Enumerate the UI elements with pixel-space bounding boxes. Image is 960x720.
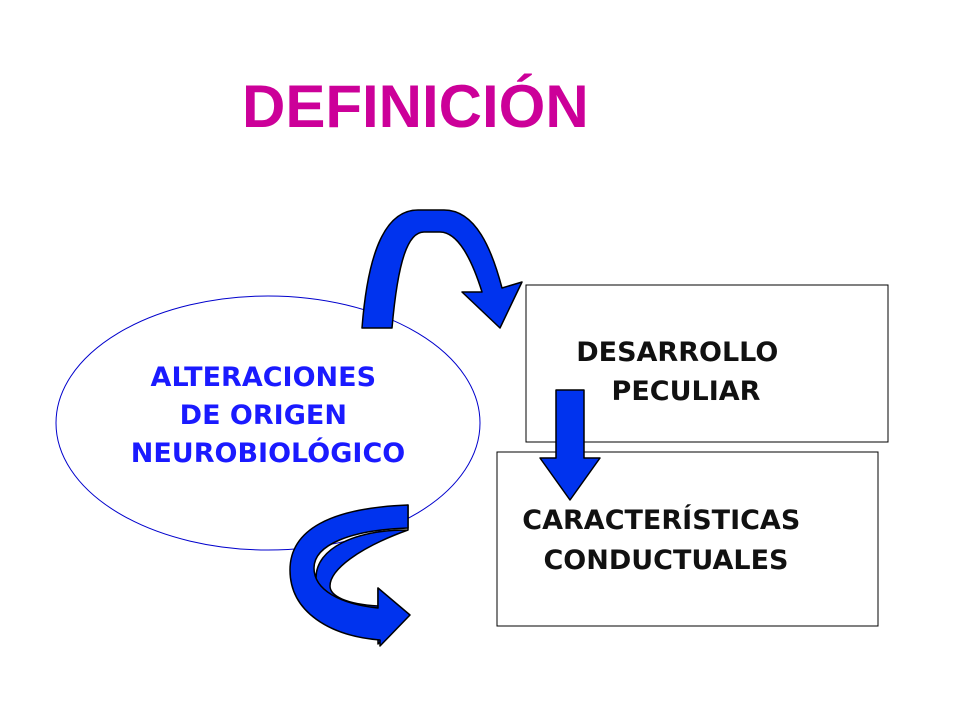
- page-title: DEFINICIÓN: [242, 73, 589, 140]
- development-line-2: PECULIAR: [612, 376, 761, 407]
- origin-oval: [55, 295, 481, 551]
- curved-arrow-bottom-body: [289, 504, 411, 647]
- characteristics-line-2: CONDUCTUALES: [543, 545, 788, 576]
- curved-arrow-top: [361, 209, 523, 329]
- origin-line-2: DE ORIGEN: [180, 400, 347, 431]
- development-line-1: DESARROLLO: [576, 337, 778, 368]
- characteristics-label: CARACTERÍSTICAS CONDUCTUALES: [522, 504, 809, 576]
- origin-line-3: NEUROBIOLÓGICO: [131, 437, 405, 469]
- development-label: DESARROLLO PECULIAR: [576, 337, 788, 407]
- down-arrow: [539, 389, 601, 501]
- development-box: [525, 284, 889, 443]
- origin-line-1: ALTERACIONES: [151, 362, 376, 393]
- origin-label: ALTERACIONES DE ORIGEN NEUROBIOLÓGICO: [131, 362, 405, 469]
- characteristics-line-1: CARACTERÍSTICAS: [522, 504, 800, 536]
